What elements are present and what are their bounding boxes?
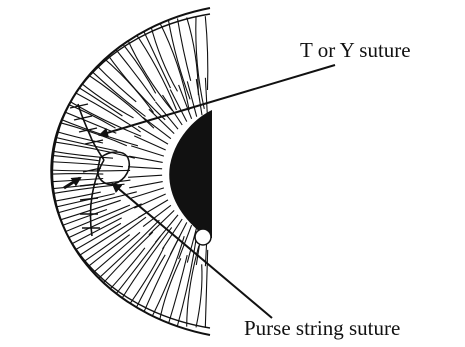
iris-striation	[133, 30, 177, 110]
collarette-fiber	[196, 79, 202, 115]
collarette-fiber	[128, 175, 162, 177]
purse-string-suture-loop	[98, 152, 130, 184]
pupil	[169, 110, 212, 238]
iris-striation	[196, 17, 204, 109]
iris-striation	[21, 161, 124, 167]
purse-string-suture-label: Purse string suture	[244, 318, 400, 339]
iris-striation	[20, 168, 130, 171]
collarette-fiber	[205, 78, 207, 115]
collarette-fiber	[129, 182, 163, 188]
iris-striation	[27, 194, 115, 214]
collarette-fiber	[170, 90, 187, 122]
iris-striation	[196, 264, 202, 327]
iris-striation	[79, 59, 146, 116]
t-or-y-suture-arrow	[100, 65, 335, 135]
iris-striation	[21, 179, 104, 184]
iris-striation	[108, 236, 160, 304]
pupil-notch	[195, 229, 211, 245]
iris-striation	[159, 258, 181, 322]
collarette-fiber	[138, 126, 168, 144]
t-or-y-suture-label: T or Y suture	[300, 40, 411, 61]
collarette-fiber	[129, 156, 163, 162]
iris-striation	[20, 174, 103, 176]
collarette-fiber	[149, 109, 174, 133]
iris-striation	[21, 153, 98, 161]
collarette-fiber	[143, 205, 171, 226]
iris-striation	[133, 255, 165, 315]
iris-striation	[45, 204, 142, 249]
collarette-fiber	[128, 167, 162, 169]
